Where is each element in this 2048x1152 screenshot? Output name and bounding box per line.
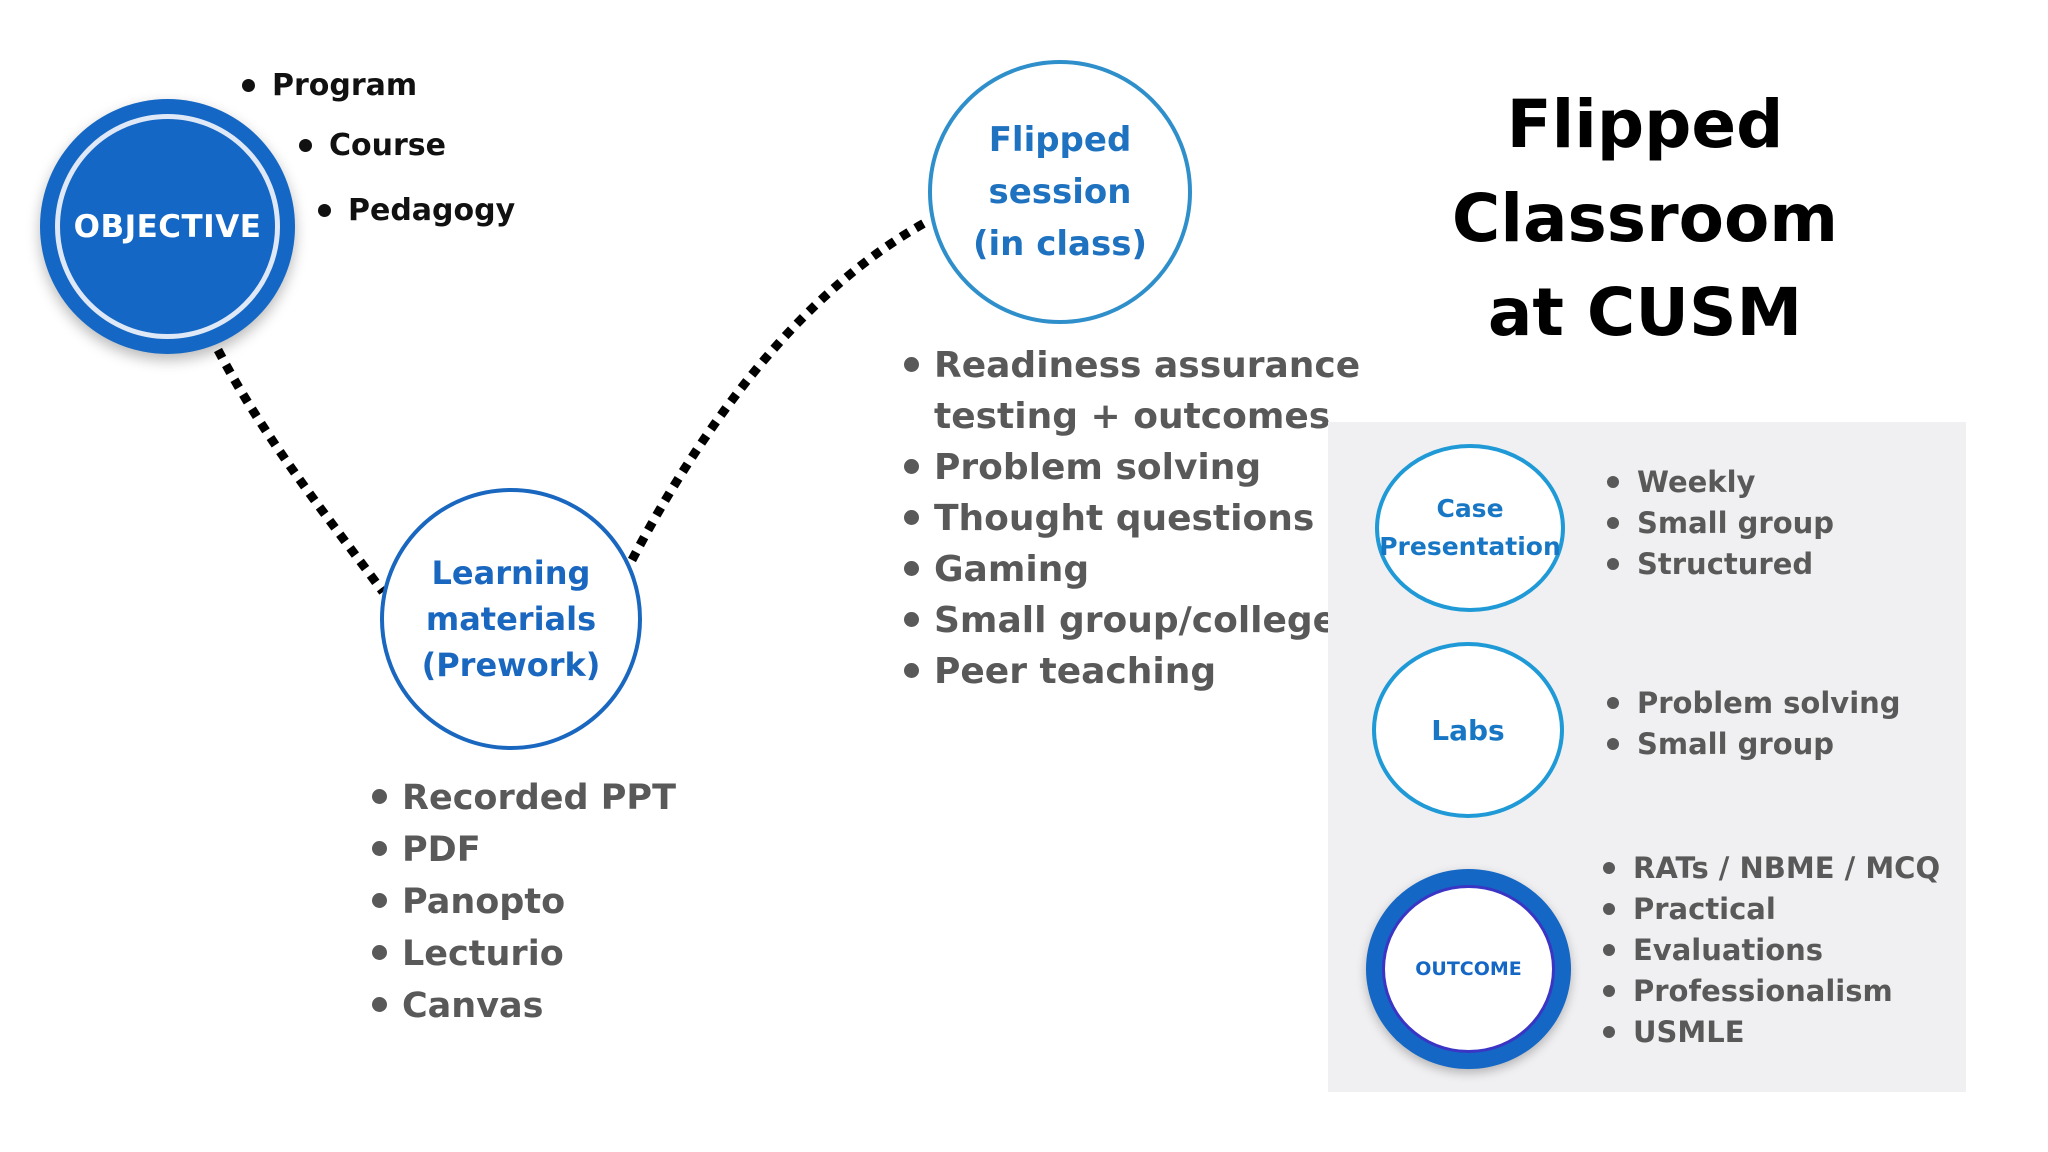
case-presentation-circle: Case Presentation: [1375, 444, 1565, 612]
list-item: Panopto: [372, 876, 676, 928]
learning-materials-label: Learning materials (Prework): [421, 554, 601, 684]
list-item: RATs / NBME / MCQ: [1603, 848, 1940, 889]
list-item: Small group: [1607, 503, 1834, 544]
case-presentation-list: Weekly Small group Structured: [1607, 462, 1834, 585]
objective-ring: [55, 114, 280, 339]
list-item: Problem solving: [1607, 683, 1901, 724]
objective-item: Program: [242, 68, 417, 103]
list-item: Canvas: [372, 980, 676, 1032]
list-item: Evaluations: [1603, 930, 1940, 971]
list-item: Gaming: [904, 544, 1360, 595]
labs-label: Labs: [1431, 713, 1505, 747]
list-item: Lecturio: [372, 928, 676, 980]
list-item: Thought questions: [904, 493, 1360, 544]
list-item: Practical: [1603, 889, 1940, 930]
learning-materials-circle: Learning materials (Prework): [380, 488, 642, 750]
flipped-session-list: Readiness assurance testing + outcomes P…: [904, 340, 1360, 697]
list-item: USMLE: [1603, 1012, 1940, 1053]
list-item: Structured: [1607, 544, 1834, 585]
list-item-continuation: testing + outcomes: [934, 396, 1331, 437]
title-line: Classroom: [1451, 180, 1839, 257]
list-item: Problem solving: [904, 442, 1360, 493]
list-item: PDF: [372, 824, 676, 876]
list-item: Peer teaching: [904, 646, 1360, 697]
objective-item: Course: [299, 128, 446, 163]
learning-materials-list: Recorded PPT PDF Panopto Lecturio Canvas: [372, 772, 676, 1032]
objective-label: OBJECTIVE: [73, 208, 262, 245]
list-item: Recorded PPT: [372, 772, 676, 824]
case-presentation-label: Case Presentation: [1379, 494, 1561, 561]
title-line: Flipped: [1506, 86, 1784, 163]
outcome-inner-circle: OUTCOME: [1382, 885, 1555, 1053]
list-item: Professionalism: [1603, 971, 1940, 1012]
list-item: Readiness assurance: [904, 340, 1360, 391]
page-title: Flipped Classroom at CUSM: [1400, 78, 1890, 360]
objective-item: Pedagogy: [318, 193, 515, 228]
labs-list: Problem solving Small group: [1607, 683, 1901, 765]
list-item: Small group/college: [904, 595, 1360, 646]
flipped-session-label: Flipped session (in class): [972, 120, 1147, 264]
connector-learning-to-flipped: [628, 216, 933, 563]
connector-objective-to-learning: [214, 347, 387, 595]
list-item: Small group: [1607, 724, 1901, 765]
title-line: at CUSM: [1487, 274, 1803, 351]
flipped-session-circle: Flipped session (in class): [928, 60, 1192, 324]
outcome-list: RATs / NBME / MCQ Practical Evaluations …: [1603, 848, 1940, 1053]
outcome-label: OUTCOME: [1415, 958, 1522, 980]
labs-circle: Labs: [1372, 642, 1564, 818]
list-item: Weekly: [1607, 462, 1834, 503]
